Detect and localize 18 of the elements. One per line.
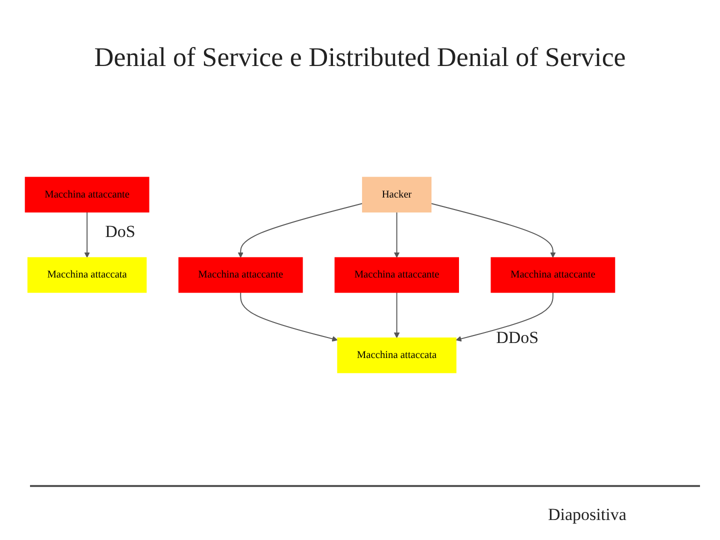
arrow <box>394 292 400 338</box>
arrow <box>430 203 556 258</box>
arrow <box>238 203 363 258</box>
node-box: Macchina attaccata <box>337 338 456 374</box>
node-box: Macchina attaccata <box>27 257 147 293</box>
arrow <box>240 292 338 342</box>
slide-title: Denial of Service e Distributed Denial of Service <box>93 42 627 73</box>
text-label: Diapositiva <box>548 505 626 525</box>
text-label: DoS <box>105 222 136 242</box>
arrow <box>456 292 554 342</box>
node-box: Macchina attaccante <box>490 257 616 293</box>
node-box: Macchina attaccante <box>24 176 150 212</box>
text-label: DDoS <box>496 328 539 348</box>
node-box: Macchina attaccante <box>334 257 459 293</box>
arrow <box>84 212 90 258</box>
node-box: Macchina attaccante <box>178 257 303 293</box>
arrow <box>394 212 400 258</box>
node-box: Hacker <box>362 176 432 212</box>
